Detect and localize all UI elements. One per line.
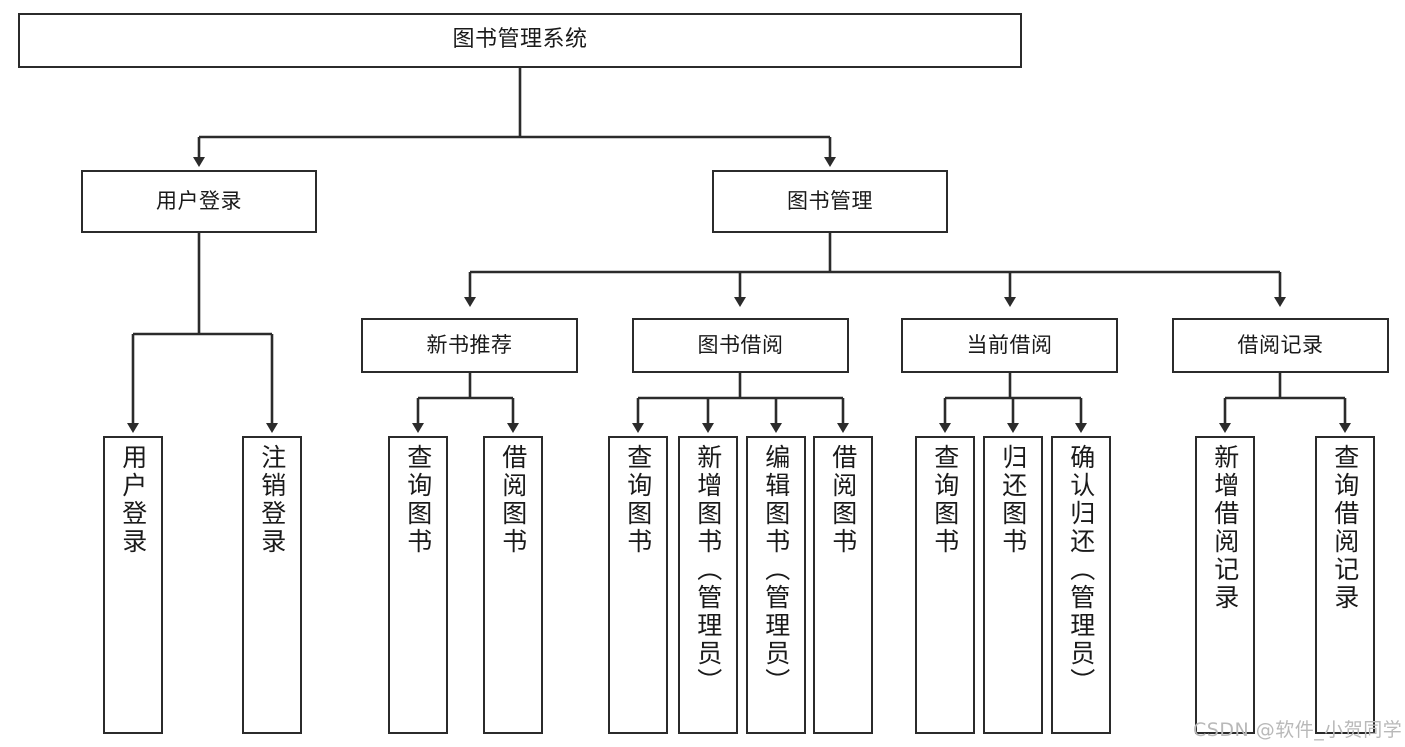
node-user-login[interactable]: 用户登录 — [81, 170, 317, 233]
leaf-borrow-query-book[interactable]: 查询图书 — [608, 436, 668, 734]
leaf-current-query-book-label: 查询图书 — [930, 444, 960, 556]
node-current-borrow[interactable]: 当前借阅 — [901, 318, 1118, 373]
node-current-borrow-label: 当前借阅 — [966, 332, 1053, 357]
leaf-borrow-edit-book[interactable]: 编辑图书（管理员） — [746, 436, 806, 734]
leaf-current-return-book-label: 归还图书 — [998, 444, 1028, 556]
watermark-text: CSDN @软件_小贺同学 — [1193, 719, 1403, 741]
node-book-borrow-label: 图书借阅 — [697, 332, 784, 357]
node-root[interactable]: 图书管理系统 — [18, 13, 1022, 68]
leaf-user-login-signout-label: 注销登录 — [257, 444, 287, 556]
node-borrow-record-label: 借阅记录 — [1237, 332, 1324, 357]
leaf-borrow-add-book[interactable]: 新增图书（管理员） — [678, 436, 738, 734]
leaf-record-query-label: 查询借阅记录 — [1330, 444, 1360, 612]
node-book-borrow[interactable]: 图书借阅 — [632, 318, 849, 373]
node-root-label: 图书管理系统 — [452, 27, 588, 53]
node-book-management-label: 图书管理 — [787, 188, 873, 213]
leaf-new-book-borrow[interactable]: 借阅图书 — [483, 436, 543, 734]
leaf-new-book-query-label: 查询图书 — [403, 444, 433, 556]
leaf-record-query[interactable]: 查询借阅记录 — [1315, 436, 1375, 734]
leaf-record-add[interactable]: 新增借阅记录 — [1195, 436, 1255, 734]
node-new-book-recommend-label: 新书推荐 — [426, 332, 513, 357]
leaf-current-return-book[interactable]: 归还图书 — [983, 436, 1043, 734]
leaf-record-add-label: 新增借阅记录 — [1210, 444, 1240, 612]
leaf-user-login-signin[interactable]: 用户登录 — [103, 436, 163, 734]
leaf-current-query-book[interactable]: 查询图书 — [915, 436, 975, 734]
leaf-borrow-query-book-label: 查询图书 — [623, 444, 653, 556]
leaf-user-login-signout[interactable]: 注销登录 — [242, 436, 302, 734]
node-borrow-record[interactable]: 借阅记录 — [1172, 318, 1389, 373]
leaf-new-book-query[interactable]: 查询图书 — [388, 436, 448, 734]
leaf-borrow-edit-book-label: 编辑图书（管理员） — [761, 444, 791, 696]
leaf-borrow-borrow-book[interactable]: 借阅图书 — [813, 436, 873, 734]
leaf-user-login-signin-label: 用户登录 — [118, 444, 148, 556]
leaf-borrow-borrow-book-label: 借阅图书 — [828, 444, 858, 556]
node-book-management[interactable]: 图书管理 — [712, 170, 948, 233]
node-user-login-label: 用户登录 — [156, 188, 242, 213]
node-new-book-recommend[interactable]: 新书推荐 — [361, 318, 578, 373]
leaf-borrow-add-book-label: 新增图书（管理员） — [693, 444, 723, 696]
leaf-current-confirm-return-label: 确认归还（管理员） — [1066, 444, 1096, 696]
leaf-new-book-borrow-label: 借阅图书 — [498, 444, 528, 556]
leaf-current-confirm-return[interactable]: 确认归还（管理员） — [1051, 436, 1111, 734]
